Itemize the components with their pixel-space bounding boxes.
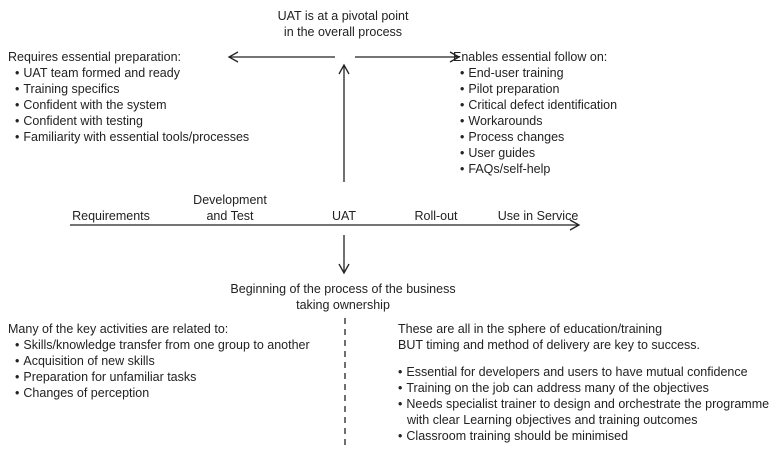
list-item: Process changes (460, 129, 617, 145)
stage-requirements: Requirements (72, 209, 150, 223)
education-line2: BUT timing and method of delivery are ke… (398, 338, 700, 352)
list-item: Critical defect identification (460, 97, 617, 113)
preparation-block: Requires essential preparation: UAT team… (8, 49, 249, 145)
activities-block: Many of the key activities are related t… (8, 321, 310, 401)
list-item: Training specifics (15, 81, 249, 97)
follow-on-block: Enables essential follow on: End-user tr… (453, 49, 617, 177)
list-item: Classroom training should be minimised (398, 428, 769, 444)
stage-development-line2: and Test (206, 209, 254, 223)
list-item: Pilot preparation (460, 81, 617, 97)
list-item: Confident with the system (15, 97, 249, 113)
list-item: Familiarity with essential tools/process… (15, 129, 249, 145)
list-item-continuation: with clear Learning objectives and train… (407, 413, 698, 427)
preparation-header: Requires essential preparation: (8, 50, 182, 64)
list-item: Acquisition of new skills (15, 353, 310, 369)
pivot-text: UAT is at a pivotal point in the overall… (278, 8, 409, 40)
stage-development: Development and Test (193, 192, 267, 224)
stage-use-in-service: Use in Service (497, 209, 579, 223)
list-item: End-user training (460, 65, 617, 81)
list-item: Training on the job can address many of … (398, 380, 769, 396)
list-item: FAQs/self-help (460, 161, 617, 177)
education-line1: These are all in the sphere of education… (398, 322, 663, 336)
list-item: Needs specialist trainer to design and o… (398, 396, 769, 412)
stage-uat: UAT (331, 209, 357, 223)
list-item: User guides (460, 145, 617, 161)
activities-header: Many of the key activities are related t… (8, 322, 229, 336)
list-item: Skills/knowledge transfer from one group… (15, 337, 309, 353)
stage-development-line1: Development (193, 193, 267, 207)
ownership-line1: Beginning of the process of the business (230, 282, 456, 296)
stage-rollout: Roll-out (414, 209, 458, 223)
list-item: Essential for developers and users to ha… (398, 364, 769, 380)
follow-on-header: Enables essential follow on: (453, 50, 608, 64)
list-item: Workarounds (460, 113, 617, 129)
pivot-line2: in the overall process (283, 25, 403, 39)
ownership-text: Beginning of the process of the business… (230, 281, 455, 313)
list-item: UAT team formed and ready (15, 65, 249, 81)
ownership-line2: taking ownership (296, 298, 390, 312)
list-item: Changes of perception (15, 385, 310, 401)
education-block: These are all in the sphere of education… (398, 321, 769, 444)
list-item: Confident with testing (15, 113, 249, 129)
list-item: Preparation for unfamiliar tasks (15, 369, 310, 385)
pivot-line1: UAT is at a pivotal point (277, 9, 409, 23)
